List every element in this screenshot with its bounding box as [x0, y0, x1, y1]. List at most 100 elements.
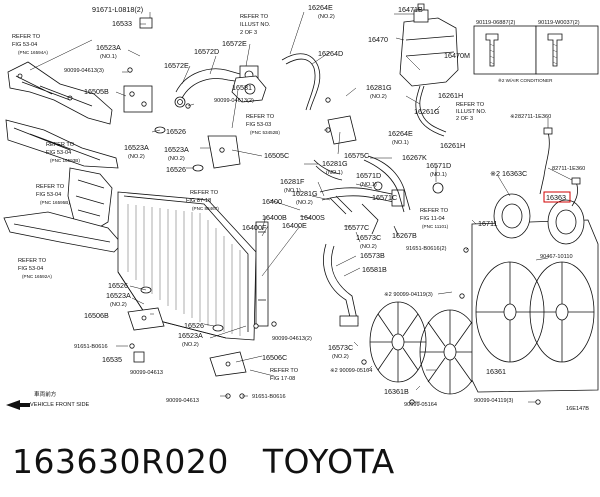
label-16573B: 16573B [360, 251, 385, 260]
hose-16281G [313, 159, 343, 181]
part-labels: 91671-L0818(2) 16533 REFER TO ILLUST NO.… [12, 3, 585, 408]
brand-name: TOYOTA [262, 441, 395, 481]
label-16281G-no1: 16281G [322, 159, 348, 168]
bracket-16506C [209, 351, 247, 377]
label-16505C: 16505C [264, 151, 289, 160]
vehicle-front-indicator: 車両前方 VEHICLE FRONT SIDE [6, 390, 90, 410]
label-16264E-no1: 16264E [388, 129, 413, 138]
label-16523A-no2-a: 16523A [124, 143, 149, 152]
label-16523A-no1: 16523A [96, 43, 121, 52]
fan-shroud-16711 [471, 219, 599, 393]
label-w-air-conditioner: ※2 W/AIR CONDITIONER [498, 78, 553, 83]
label-16506B: 16506B [84, 311, 109, 320]
lower-radiator-hose-16572 [323, 243, 359, 327]
hose-clamp-16572E [174, 96, 186, 108]
label-90099-05164: 90099-05164 [404, 402, 437, 408]
label-16363C: ※2 16363C [490, 169, 527, 178]
air-guide-middle [5, 119, 119, 169]
label-16533: 16533 [112, 19, 132, 28]
parts-diagram: 91671-L0818(2) 16533 REFER TO ILLUST NO.… [3, 3, 599, 412]
label-pnc-16593B: (PNC 16593B) [50, 158, 80, 163]
label-16264E-top: 16264E [308, 3, 333, 12]
label-16572E-mid: 16572E [164, 61, 189, 70]
part-caption: 163630R020 TOYOTA [12, 436, 395, 486]
label-90119-W0037: 90119-W0037(2) [538, 20, 580, 26]
label-16571D-no1-b-note: (NO.1) [360, 182, 377, 188]
label-fig-53-03: FIG 53-03 [246, 122, 271, 128]
label-refer-to-d: REFER TO [456, 102, 485, 108]
label-16572E-top: 16572E [222, 39, 247, 48]
label-16400B: 16400B [262, 213, 287, 222]
label-fig-53-04-i: FIG 53-04 [18, 266, 43, 272]
label-16261H-top: 16261H [438, 91, 463, 100]
label-16470M: 16470M [444, 51, 470, 60]
arrow-left-icon [6, 400, 30, 410]
plug-16535 [133, 351, 145, 363]
label-16571D-no1-a: 16571D [426, 161, 451, 170]
bracket-16575C [327, 115, 357, 145]
label-pnc-16592A: (PNC 16592A) [22, 274, 52, 279]
label-16471B: 16471B [398, 5, 423, 14]
label-16400S: 16400S [300, 213, 325, 222]
label-90099-04119-3-b: 90099-04119(3) [474, 398, 514, 404]
label-82711-1E360-b: 82711-1E360 [552, 166, 585, 172]
bolt-kit-inset [473, 25, 599, 75]
label-16526-d: 16526 [184, 321, 204, 330]
fan-16361-right [419, 309, 481, 395]
label-16523A-no2-b: 16523A [164, 145, 189, 154]
label-16267K: 16267K [402, 153, 427, 162]
label-note-2-a: ※2 [510, 114, 518, 120]
label-16281G-no2: 16281G [366, 83, 392, 92]
label-90099-04613-2-b: 90099-04613(2) [272, 336, 312, 342]
label-16571D-no1-a-note: (NO.1) [430, 172, 447, 178]
label-16361: 16361 [486, 367, 506, 376]
part-number: 163630R020 [12, 441, 229, 481]
label-16523A-no2-c-note: (NO.2) [110, 302, 127, 308]
label-fig-11-04: FIG 11-04 [420, 216, 445, 222]
label-16261H-mid: 16261H [440, 141, 465, 150]
label-16281G-no2-b: 16281G [292, 189, 318, 198]
label-90099-04613-a: 90099-04613 [130, 370, 163, 376]
fan-16361-left [369, 301, 427, 383]
label-16264E-no1-note: (NO.1) [392, 140, 409, 146]
label-16571D-no1-b: 16571D [356, 171, 381, 180]
air-guide-upper [7, 61, 113, 125]
label-16523A-no2-d: 16523A [178, 331, 203, 340]
label-16470: 16470 [368, 35, 388, 44]
label-16361B: 16361B [384, 387, 409, 396]
label-16535: 16535 [102, 355, 122, 364]
cap-16533 [139, 17, 153, 29]
front-note: VEHICLE FRONT SIDE [30, 402, 90, 408]
label-16575C: 16575C [344, 151, 369, 160]
bracket-16505C [207, 135, 241, 169]
clamp-16571 [373, 181, 444, 194]
label-pnc-11101: (PNC 11101) [422, 224, 449, 229]
label-16526-a: 16526 [166, 127, 186, 136]
label-16711: 16711 [478, 219, 497, 228]
label-refer-to-i: REFER TO [18, 258, 47, 264]
label-91671-L0818: 91671-L0818(2) [92, 5, 143, 14]
label-16281F-note: (NO.1) [284, 188, 301, 194]
fan-motor-16363 [493, 193, 585, 245]
parts-diagram-svg: 91671-L0818(2) 16533 REFER TO ILLUST NO.… [3, 3, 599, 412]
label-82711-1E360-a: 82711-1E360 [518, 114, 551, 120]
label-16506C: 16506C [262, 353, 287, 362]
label-pnc-53452B: (PNC 53452B) [250, 130, 280, 135]
label-pnc-16595B: (PNC 16595B) [40, 200, 70, 205]
label-refer-to-f: REFER TO [36, 184, 65, 190]
label-2-of-3-d: 2 OF 3 [456, 116, 473, 122]
label-pnc-88467: (PNC 88467) [192, 206, 219, 211]
highlighted-part-callout[interactable]: 16363 [543, 191, 571, 203]
label-16400E: 16400E [282, 221, 307, 230]
label-91651-B0616-b: 91651-B0616 [252, 394, 286, 400]
label-refer-to-c: REFER TO [246, 114, 275, 120]
thermostat-housing-16581 [231, 75, 267, 103]
label-90099-04613-b: 90099-04613 [166, 398, 199, 404]
air-guide-lower [67, 167, 113, 229]
label-16400F: 16400F [242, 223, 267, 232]
radiator-assembly [117, 191, 269, 341]
drawing-code: 16E147B [566, 406, 589, 412]
reservoir-hose-16264D [281, 53, 321, 111]
label-fig-17-08: FIG 17-08 [270, 376, 295, 382]
label-16523A-no1-note: (NO.1) [100, 54, 117, 60]
